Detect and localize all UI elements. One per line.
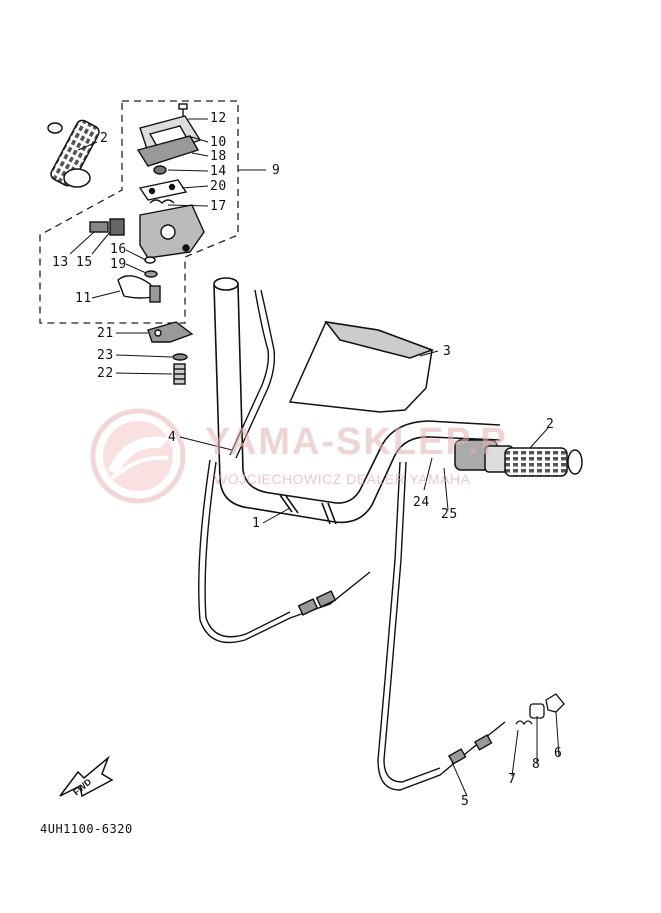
handlebar (213, 277, 501, 525)
callout-17: 17 (210, 199, 227, 214)
handlebar-cover (288, 320, 435, 413)
callout-18: 18 (210, 149, 227, 164)
diagram-code: 4UH1100-6320 (40, 822, 133, 836)
callout-23: 23 (97, 348, 114, 363)
callout-4: 4 (168, 430, 177, 445)
callout-2-right-grip: 2 (546, 417, 555, 432)
callout-13: 13 (52, 255, 69, 270)
callout-22: 22 (97, 366, 114, 381)
callout-21: 21 (97, 326, 114, 341)
callout-14: 14 (210, 164, 227, 179)
callout-11: 11 (75, 291, 92, 306)
callout-10: 10 (210, 135, 227, 150)
callout-19: 19 (110, 257, 127, 272)
callout-5: 5 (461, 794, 470, 809)
callout-16: 16 (110, 242, 127, 257)
callout-2-left-grip: 2 (100, 131, 109, 146)
cable-5 (377, 461, 506, 791)
leader-lines (69, 118, 560, 797)
left-grip (47, 119, 100, 188)
callout-24: 24 (413, 495, 430, 510)
callout-3: 3 (443, 344, 452, 359)
cable-4 (198, 289, 371, 644)
callout-1: 1 (252, 516, 261, 531)
watermark-subtitle: WOJCIECHOWICZ DEALER YAMAHA (214, 471, 471, 487)
switch-assembly-box (39, 100, 239, 324)
callout-6: 6 (554, 746, 563, 761)
callout-20: 20 (210, 179, 227, 194)
right-grip (454, 439, 583, 477)
callout-8: 8 (532, 757, 541, 772)
watermark-logo (90, 408, 186, 504)
callout-9: 9 (272, 163, 281, 178)
callout-12: 12 (210, 111, 227, 126)
switch-parts (89, 103, 205, 385)
adjuster-parts (515, 693, 565, 726)
callout-15: 15 (76, 255, 93, 270)
callout-7: 7 (508, 772, 517, 787)
callout-25: 25 (441, 507, 458, 522)
fwd-arrow (59, 755, 114, 798)
watermark-title: YAMA-SKLEP.P (205, 421, 508, 463)
